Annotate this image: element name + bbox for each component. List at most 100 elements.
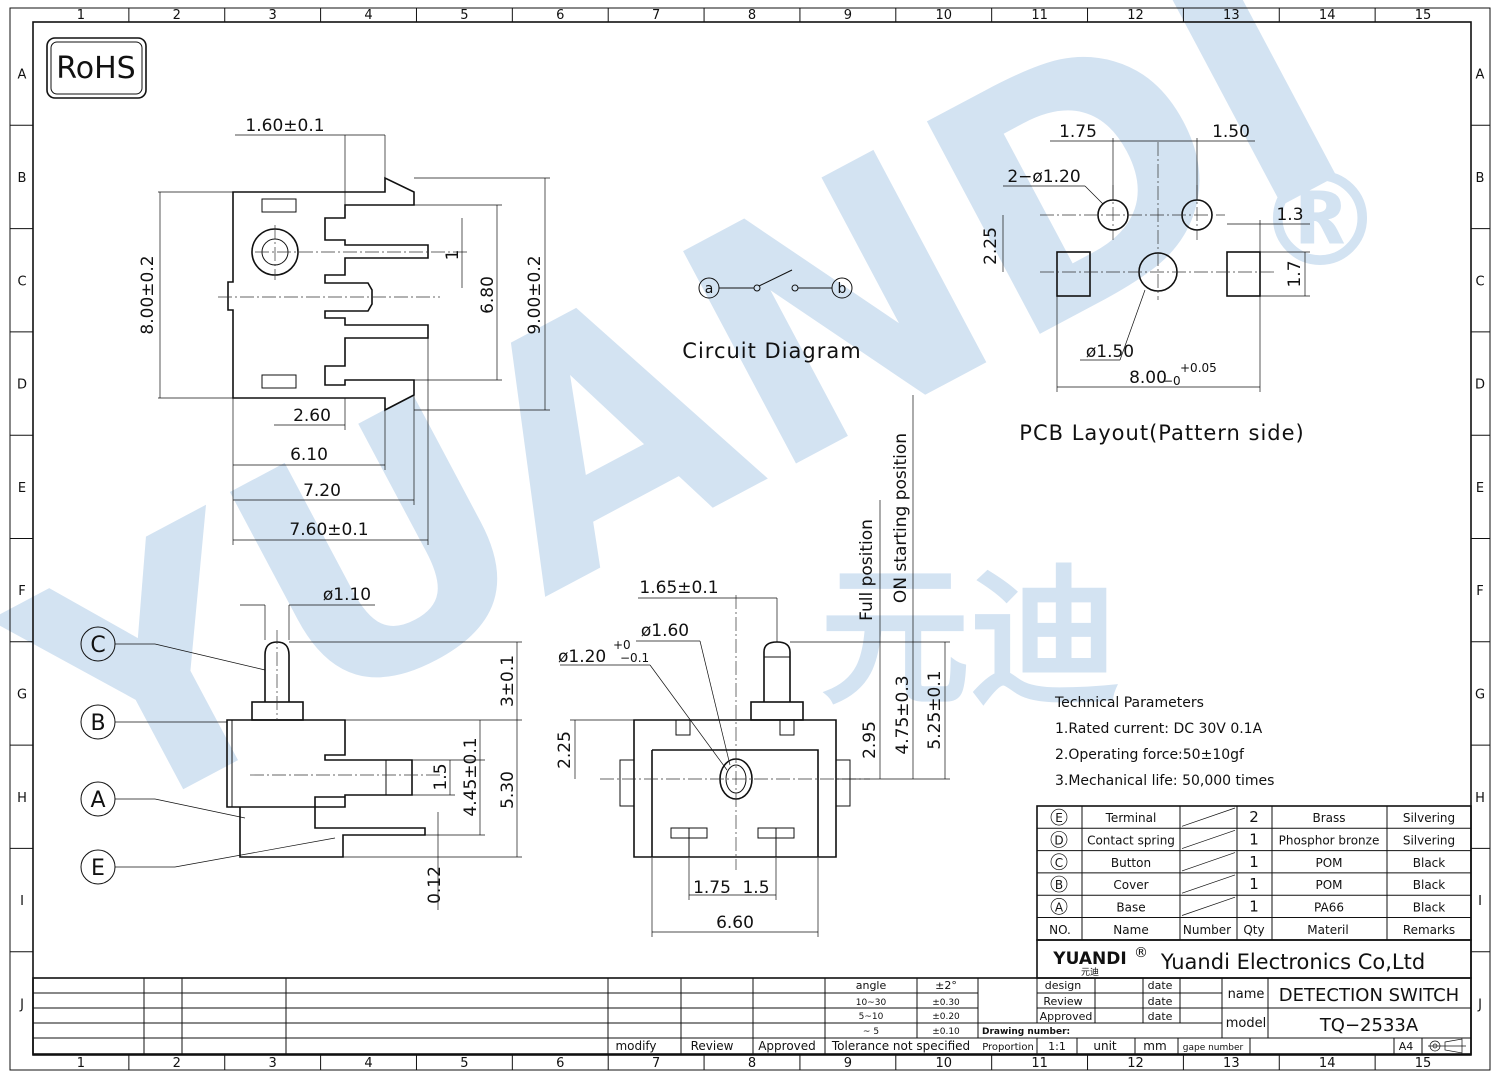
bom-name: Base <box>1116 900 1145 914</box>
rev-approved: Approved <box>758 1039 816 1053</box>
bom-remarks: Silvering <box>1403 811 1455 825</box>
tb-approved: Approved <box>1040 1010 1093 1023</box>
projection-symbol-icon <box>1428 1038 1466 1054</box>
bom-no: B <box>1055 878 1063 892</box>
dim-1: 1 <box>443 250 463 261</box>
pcb-hole-callout: 2−ø1.20 <box>1007 167 1080 187</box>
full-position-label: Full position <box>857 519 877 621</box>
border-row-right-G: G <box>1475 687 1485 702</box>
tech-item-2: 2.Operating force:50±10gf <box>1055 747 1245 763</box>
border-row-right-H: H <box>1475 791 1485 806</box>
bom-balloon <box>1050 831 1068 848</box>
pcb-dim-1-7: 1.7 <box>1285 260 1305 287</box>
border-col-bottom-2: 2 <box>173 1056 181 1071</box>
border-col-top-12: 12 <box>1127 8 1144 23</box>
bom-header-material: Materil <box>1307 923 1348 937</box>
side-dim-0-12: 0.12 <box>425 866 445 904</box>
dim-6-80: 6.80 <box>478 276 498 314</box>
registered-mark: ® <box>1134 945 1148 961</box>
rev-modify: modify <box>615 1039 656 1053</box>
border-col-bottom-11: 11 <box>1031 1056 1048 1071</box>
dim-7-20: 7.20 <box>303 481 341 501</box>
circuit-diagram: a b Circuit Diagram <box>682 269 861 363</box>
side-dim-5-30: 5.30 <box>498 771 518 809</box>
bom-material: POM <box>1315 856 1342 870</box>
tb-unit-value: mm <box>1143 1039 1166 1053</box>
border-row-right-D: D <box>1475 378 1485 393</box>
balloon-a: A <box>90 788 105 813</box>
top-view: 1.60±0.1 8.00±0.2 9.00±0.2 6.80 1 2.60 6… <box>138 116 550 545</box>
dim-8-00: 8.00±0.2 <box>138 255 158 334</box>
border-col-top-6: 6 <box>556 8 564 23</box>
border-col-bottom-12: 12 <box>1127 1056 1144 1071</box>
bom-no: D <box>1054 833 1063 847</box>
tb-date-2: date <box>1148 995 1173 1008</box>
dim-9-00: 9.00±0.2 <box>525 255 545 334</box>
border-row-left-I: I <box>20 894 24 909</box>
tech-item-1: 1.Rated current: DC 30V 0.1A <box>1055 721 1263 737</box>
border-col-top-9: 9 <box>844 8 852 23</box>
border-row-right-B: B <box>1476 171 1485 186</box>
side-view: ø1.10 3±0.1 5.30 4.45±0.1 1.5 0.12 C B A… <box>80 585 522 910</box>
tb-scale: 1:1 <box>1048 1040 1066 1053</box>
bom-name: Contact spring <box>1087 833 1175 847</box>
tol-row2-value: ±0.20 <box>932 1012 960 1022</box>
tech-item-3: 3.Mechanical life: 50,000 times <box>1055 773 1274 789</box>
front-dim-1-75: 1.75 <box>693 878 731 898</box>
bom-name: Terminal <box>1105 811 1157 825</box>
border-col-top-5: 5 <box>460 8 468 23</box>
tb-unit: unit <box>1093 1039 1117 1053</box>
tb-review: Review <box>1043 995 1082 1008</box>
bom-header-row: NO. Name Number Qty Materil Remarks <box>1049 923 1455 937</box>
border-col-top-3: 3 <box>269 8 277 23</box>
tb-model-value: TQ−2533A <box>1319 1015 1419 1036</box>
border-col-top-11: 11 <box>1031 8 1048 23</box>
border-col-top-15: 15 <box>1415 8 1432 23</box>
front-dim-5-25: 5.25±0.1 <box>925 670 945 749</box>
tol-caption: Tolerance not specified <box>831 1039 970 1053</box>
tb-gape-number: gape number <box>1183 1043 1244 1053</box>
rohs-text: RoHS <box>56 51 135 86</box>
border-row-left-H: H <box>17 791 27 806</box>
tb-date-1: date <box>1148 979 1173 992</box>
balloon-c: C <box>90 633 105 658</box>
watermark-chinese: 元迪 <box>820 552 1120 726</box>
bom-qty: 1 <box>1249 875 1259 893</box>
border-row-right-J: J <box>1477 997 1482 1012</box>
tol-angle-label: angle <box>856 979 887 992</box>
border-row-right-C: C <box>1475 274 1484 289</box>
tb-sheet-size: A4 <box>1399 1040 1414 1053</box>
front-dim-1-5: 1.5 <box>742 878 769 898</box>
border-col-top-7: 7 <box>652 8 660 23</box>
pcb-dim-1-50: 1.50 <box>1212 122 1250 142</box>
tb-design: design <box>1045 979 1082 992</box>
tol-row1-range: 10~30 <box>856 998 887 1008</box>
company-logo: YUANDI <box>1052 949 1126 969</box>
border-col-bottom-9: 9 <box>844 1056 852 1071</box>
border-row-right-I: I <box>1478 894 1482 909</box>
border-row-left-E: E <box>18 481 26 496</box>
border-row-right-F: F <box>1476 584 1483 599</box>
border-row-left-J: J <box>19 997 24 1012</box>
pcb-dim-1-75: 1.75 <box>1059 122 1097 142</box>
bom-remarks: Black <box>1413 900 1446 914</box>
border-row-right-E: E <box>1476 481 1484 496</box>
border-row-left-G: G <box>17 687 27 702</box>
front-dim-6-60: 6.60 <box>716 913 754 933</box>
circuit-title: Circuit Diagram <box>682 339 861 363</box>
watermark-text: YUANDI <box>0 0 1400 902</box>
front-dim-2-25: 2.25 <box>555 731 575 769</box>
bom-header-remarks: Remarks <box>1403 923 1455 937</box>
bom-material: Brass <box>1312 811 1345 825</box>
rev-review: Review <box>691 1039 734 1053</box>
border-col-bottom-1: 1 <box>77 1056 85 1071</box>
tech-title: Technical Parameters <box>1054 695 1204 711</box>
bom-header-qty: Qty <box>1243 923 1264 937</box>
border-col-top-8: 8 <box>748 8 756 23</box>
tb-date-3: date <box>1148 1010 1173 1023</box>
border-col-bottom-14: 14 <box>1319 1056 1336 1071</box>
border-col-bottom-4: 4 <box>364 1056 372 1071</box>
